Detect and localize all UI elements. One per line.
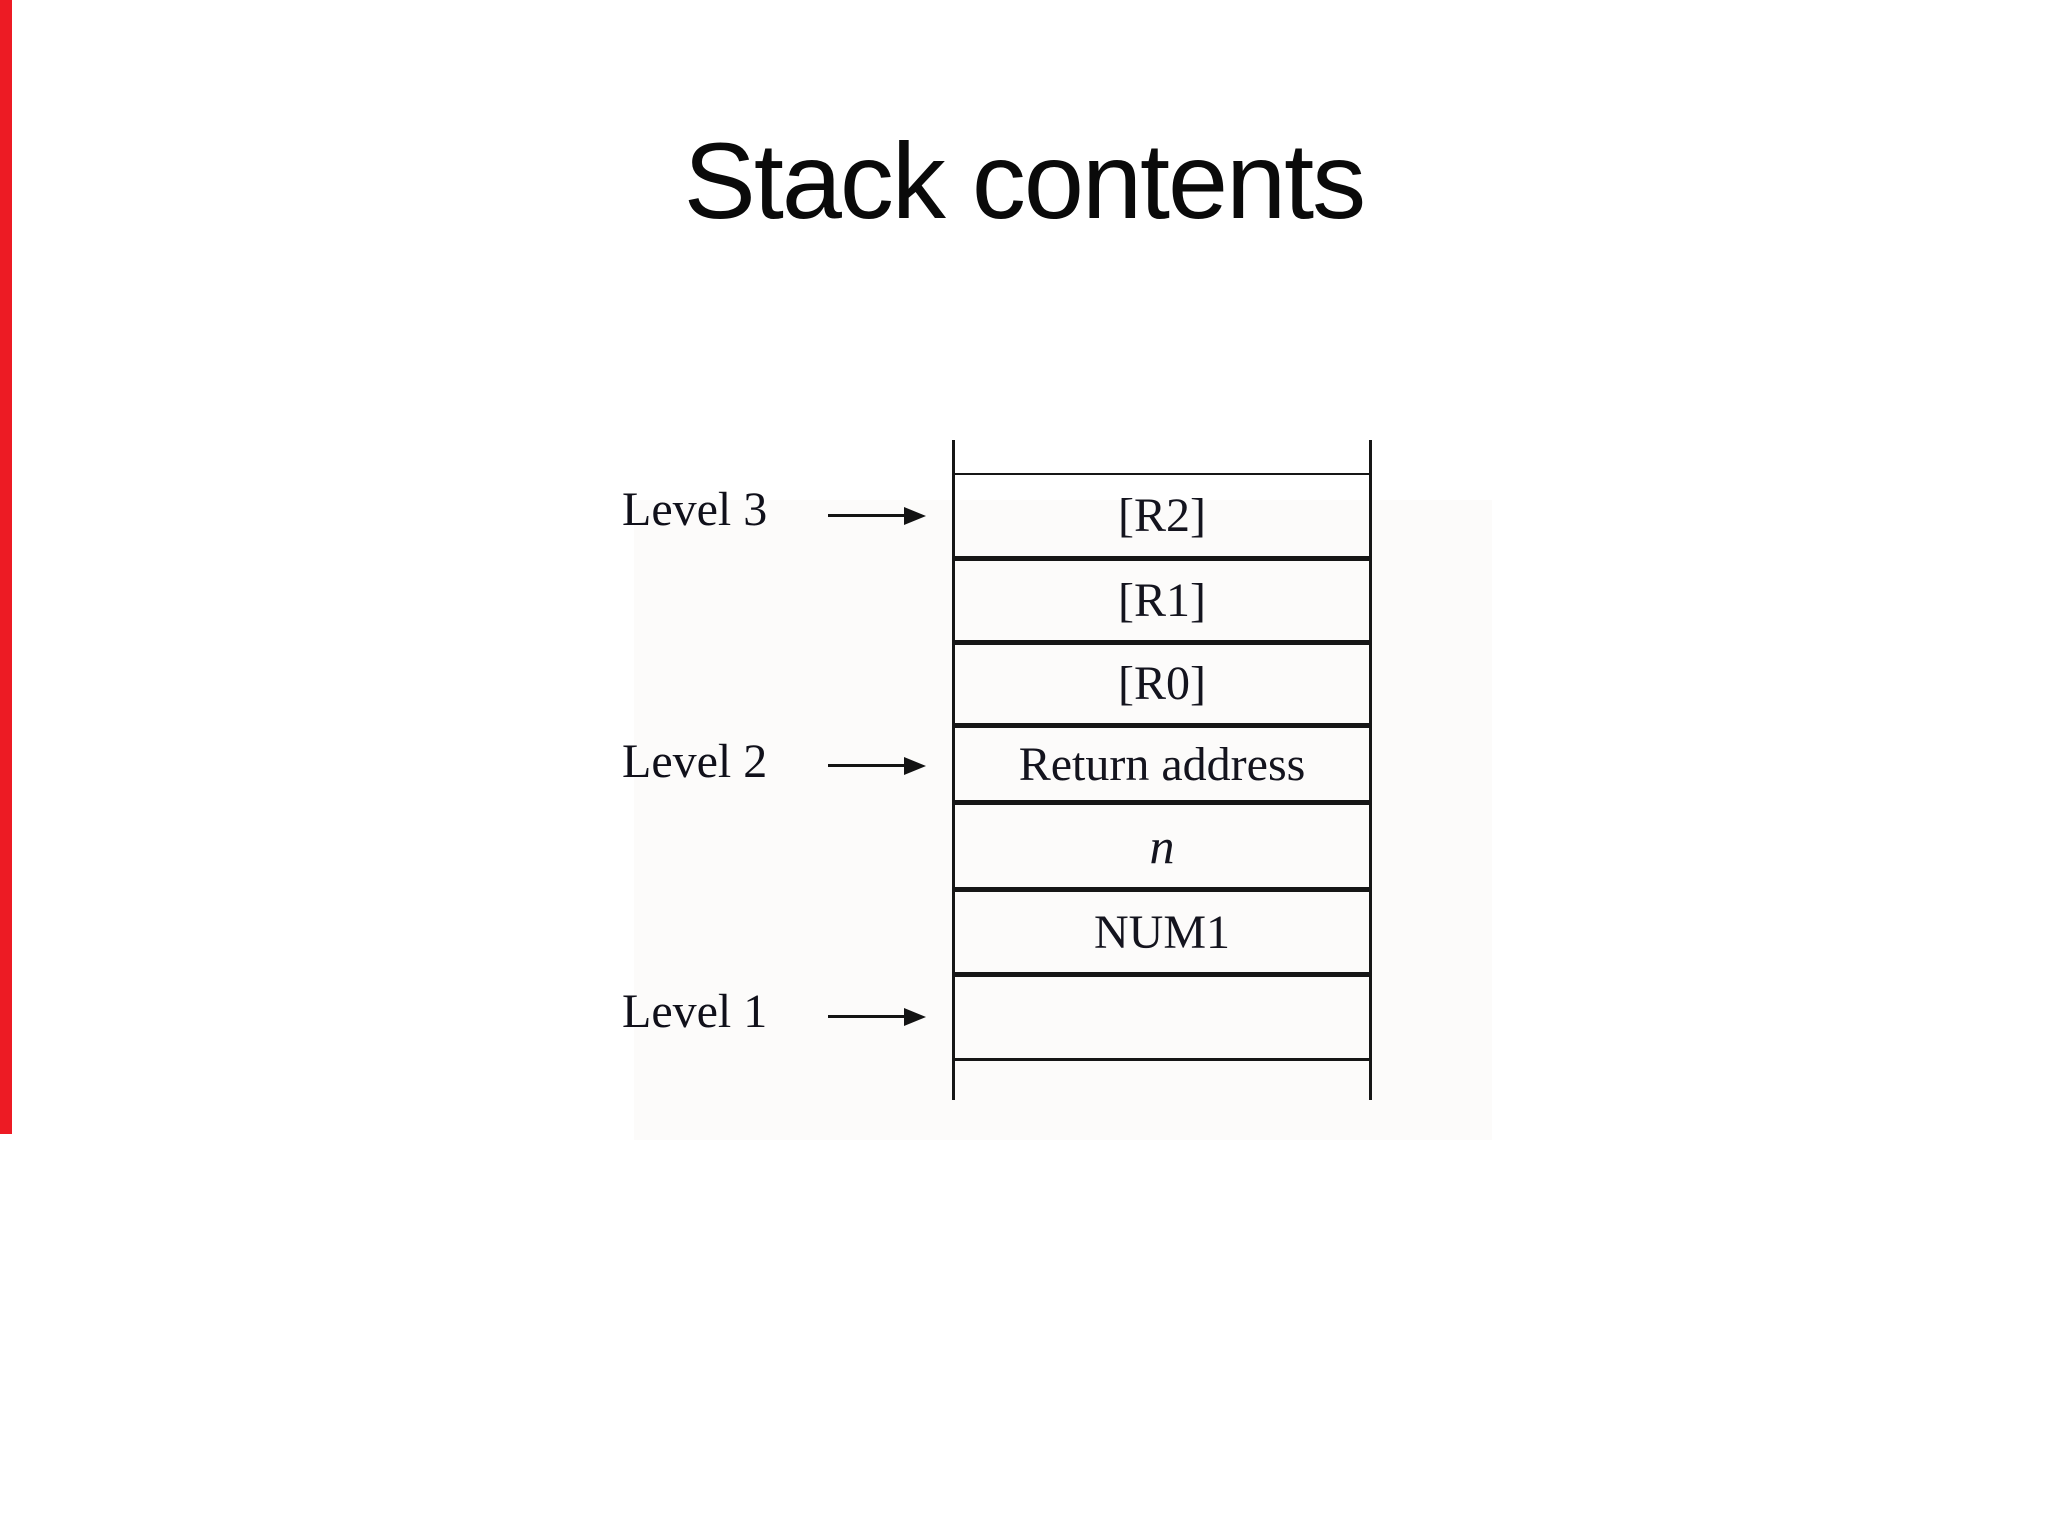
stack-separator (952, 723, 1372, 728)
stack-cell-r2: [R2] (1118, 489, 1206, 542)
left-edge-accent-strip (0, 0, 12, 1134)
level-3-arrow-icon (828, 514, 908, 517)
stack-cell-n: n (1149, 818, 1175, 874)
stack-cell-return-address: Return address (1018, 737, 1306, 791)
stack-separator (952, 556, 1372, 561)
stack-cell-num1: NUM1 (1093, 905, 1230, 959)
stack-separator (952, 640, 1372, 645)
level-1-arrowhead-icon (904, 1008, 926, 1026)
stack-diagram: [R2] [R1] [R0] Return address n NUM1 (952, 440, 1372, 1100)
level-3-arrowhead-icon (904, 507, 926, 525)
stack-right-edge-line (1369, 440, 1372, 1100)
level-2-arrowhead-icon (904, 757, 926, 775)
level-2-label: Level 2 (622, 735, 768, 788)
level-1-arrow-icon (828, 1015, 908, 1018)
slide-title: Stack contents (683, 120, 1366, 241)
stack-cell-r0: [R0] (1118, 657, 1206, 710)
level-2-arrow-icon (828, 764, 908, 767)
stack-separator (952, 800, 1372, 805)
level-1-label: Level 1 (622, 985, 768, 1038)
stack-cell-empty (955, 978, 1369, 1056)
stack-left-edge-line (952, 440, 955, 1100)
level-3-label: Level 3 (622, 483, 768, 536)
stack-bottom-line (952, 1058, 1372, 1061)
stack-separator (952, 972, 1372, 977)
stack-cell-r1: [R1] (1118, 573, 1206, 627)
stack-separator (952, 887, 1372, 892)
stack-top-line (952, 473, 1372, 475)
figure-background (634, 500, 1492, 1140)
